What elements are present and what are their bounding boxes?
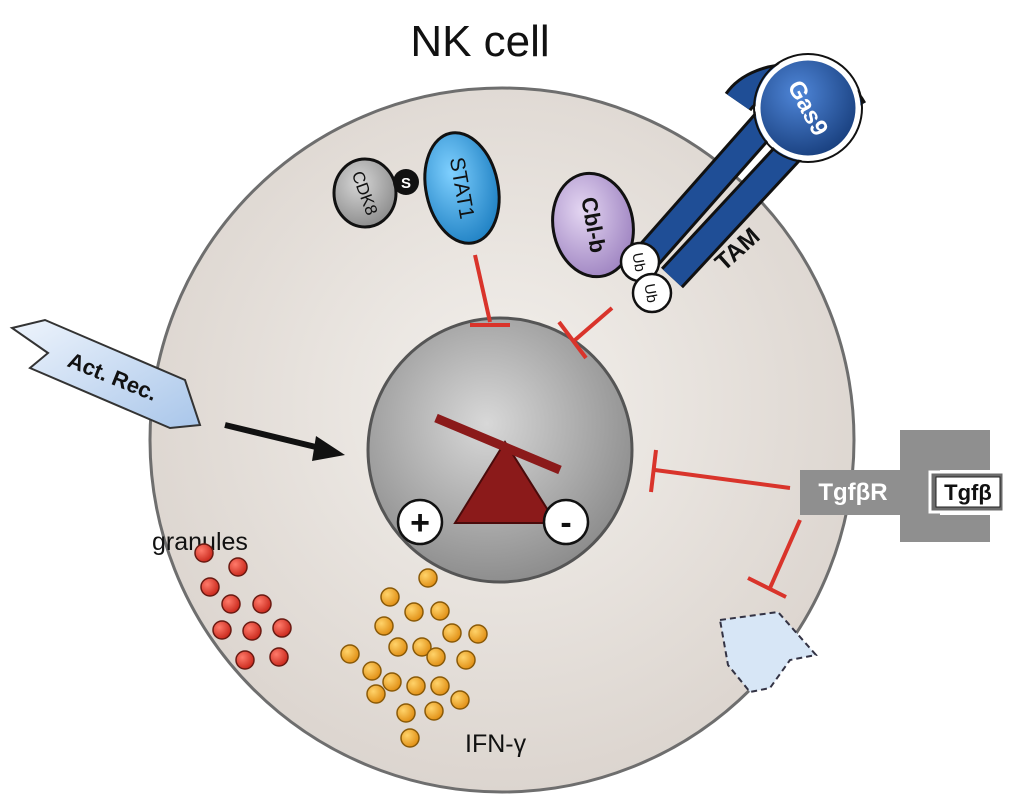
cdk8-protein: [332, 157, 398, 229]
ifng-dot: [426, 647, 446, 667]
tgfbr-label: TgfβR: [818, 479, 887, 506]
stat1-protein: [423, 131, 501, 245]
balance-fulcrum: [453, 440, 558, 524]
ifng-dot: [442, 623, 462, 643]
activation-arrow-shaft: [224, 422, 321, 451]
tgfbr-receptor-inhibition-bar: [747, 576, 787, 599]
ifng-dot: [404, 602, 424, 622]
granule: [272, 618, 292, 638]
granule: [252, 594, 272, 614]
diagram-title: NK cell: [410, 17, 549, 66]
plus-sign: +: [410, 504, 430, 542]
s-phosphate: [393, 169, 419, 195]
granule: [212, 620, 232, 640]
stat1-inhibition-line: [473, 254, 492, 323]
ifng-dot: [382, 672, 402, 692]
tgfbr-receptor-inhibition-line: [768, 519, 802, 589]
ub-inhibition-bar: [557, 320, 588, 360]
gas9-outline: [753, 53, 863, 163]
ifng-dot: [430, 601, 450, 621]
ifng-dot: [374, 616, 394, 636]
ub-inhibition-line: [573, 306, 614, 342]
ub-label-1: Ub: [628, 251, 648, 273]
ifng-label: IFN-γ: [465, 730, 527, 758]
granules-group: [194, 543, 292, 670]
s-label: S: [401, 175, 411, 192]
granule: [200, 577, 220, 597]
granule: [194, 543, 214, 563]
granule: [242, 621, 262, 641]
plus-circle: [396, 498, 444, 546]
granule: [235, 650, 255, 670]
ifng-dot: [388, 637, 408, 657]
ifng-dot: [418, 568, 438, 588]
ifng-dot: [430, 676, 450, 696]
ifng-dot: [396, 703, 416, 723]
inhibited-receptor: [718, 610, 818, 694]
ifng-dot: [362, 661, 382, 681]
cblb-protein: [551, 171, 635, 279]
ub-label-2: Ub: [640, 282, 660, 304]
ifng-dot: [468, 624, 488, 644]
ifng-dot: [412, 637, 432, 657]
minus-sign: -: [560, 504, 571, 542]
granule: [221, 594, 241, 614]
ifng-dot: [456, 650, 476, 670]
gas9-ligand: [755, 55, 861, 161]
ifng-dot: [340, 644, 360, 664]
balance-beam: [434, 413, 562, 475]
ifng-dot: [450, 690, 470, 710]
ifng-dot: [424, 701, 444, 721]
tgfb-ligand: [935, 476, 1001, 508]
ifng-dot: [400, 728, 420, 748]
ifng-dot: [380, 587, 400, 607]
ifng-dot: [366, 684, 386, 704]
ub-circle-2: [631, 272, 673, 314]
ifng-dot: [406, 676, 426, 696]
ifng-group: [340, 568, 488, 748]
tgfbr-nucleus-inhibition-bar: [649, 449, 658, 493]
activating-receptor: [9, 318, 202, 430]
granule: [228, 557, 248, 577]
tgfb-label: Tgfβ: [944, 480, 992, 505]
tgfbr-receptor: [800, 430, 990, 542]
granule: [269, 647, 289, 667]
minus-circle: [542, 498, 590, 546]
tgfbr-nucleus-inhibition-line: [654, 468, 791, 490]
activation-arrow-head: [312, 436, 345, 461]
